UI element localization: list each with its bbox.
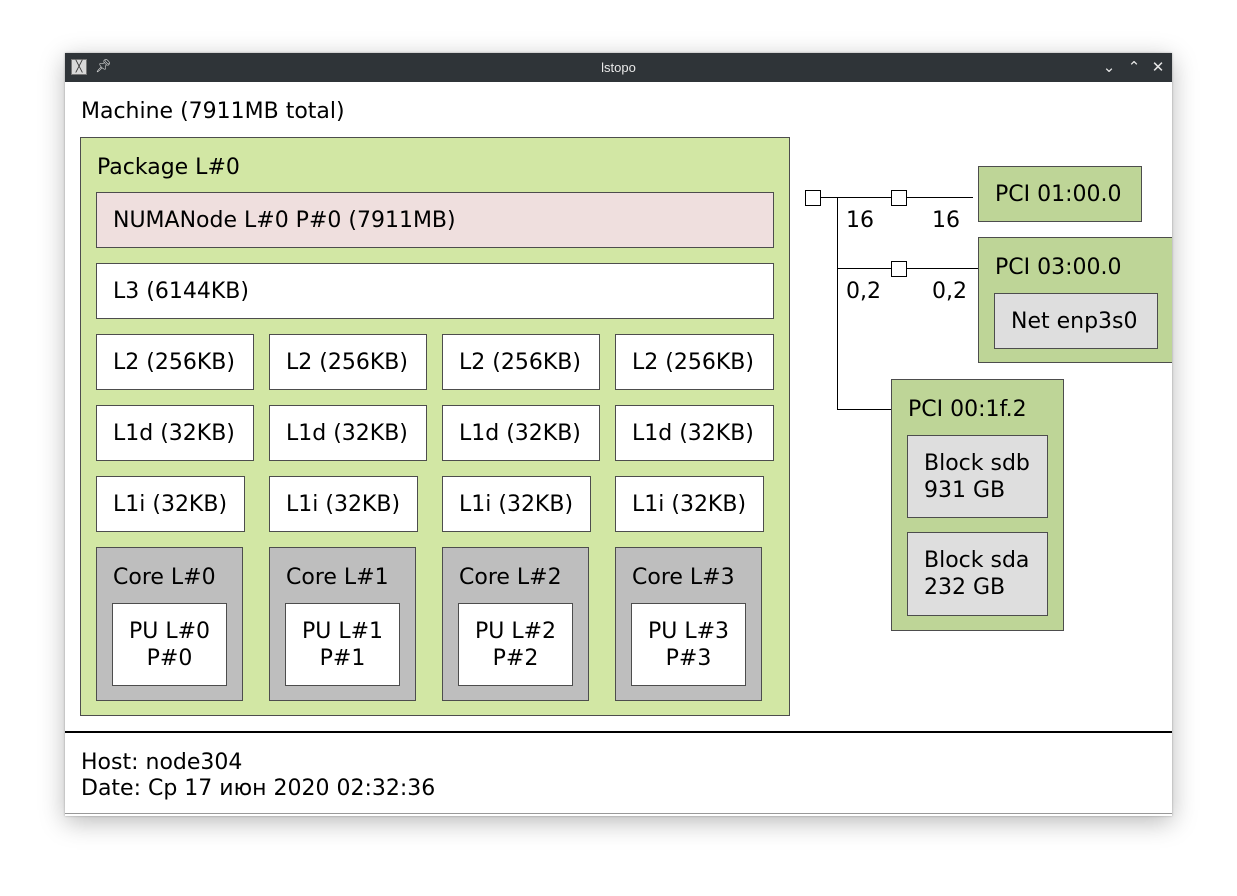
l1i-cache-box: L1i (32KB) <box>442 476 591 532</box>
l2-cache-box: L2 (256KB) <box>615 334 774 390</box>
pu-label: PU L#0 P#0 <box>128 618 211 671</box>
window-title: lstopo <box>601 60 636 75</box>
l1d-cache-box: L1d (32KB) <box>96 405 254 461</box>
link-speed-label: 16 <box>932 208 960 233</box>
l1i-cache-label: L1i (32KB) <box>286 491 401 517</box>
pci-device-box: PCI 00:1f.2 Block sdb 931 GB Block sda 2… <box>891 379 1064 631</box>
maximize-icon[interactable]: ⌃ <box>1127 58 1141 76</box>
numa-node-box: NUMANode L#0 P#0 (7911MB) <box>96 192 774 248</box>
pci-bridge-square <box>891 190 907 206</box>
block-device-box: Block sdb 931 GB <box>907 435 1048 518</box>
pu-box: PU L#3 P#3 <box>631 603 746 686</box>
core-label: Core L#3 <box>632 565 735 590</box>
footer-separator <box>65 731 1172 733</box>
pu-box: PU L#0 P#0 <box>112 603 227 686</box>
l1d-cache-label: L1d (32KB) <box>286 420 408 446</box>
net-device-box: Net enp3s0 <box>994 293 1158 349</box>
topology-canvas: Machine (7911MB total) Package L#0 NUMAN… <box>65 82 1172 816</box>
connector-line <box>837 197 838 410</box>
core-label: Core L#0 <box>113 565 216 590</box>
core-box: Core L#2 PU L#2 P#2 <box>442 547 589 701</box>
numa-node-label: NUMANode L#0 P#0 (7911MB) <box>113 207 456 233</box>
pu-box: PU L#2 P#2 <box>458 603 573 686</box>
machine-label: Machine (7911MB total) <box>81 99 345 124</box>
pci-device-label: PCI 03:00.0 <box>995 255 1122 280</box>
core-label: Core L#1 <box>286 565 389 590</box>
title-bar[interactable]: ╳ 📌︎ lstopo ⌄ ⌃ ✕ <box>65 53 1172 82</box>
link-speed-label: 0,2 <box>932 279 967 304</box>
bottom-border <box>65 813 1172 814</box>
core-box: Core L#0 PU L#0 P#0 <box>96 547 243 701</box>
l1i-cache-label: L1i (32KB) <box>632 491 747 517</box>
net-device-label: Net enp3s0 <box>1011 308 1138 334</box>
lstopo-window: ╳ 📌︎ lstopo ⌄ ⌃ ✕ Machine (7911MB total)… <box>65 53 1172 816</box>
l2-cache-label: L2 (256KB) <box>113 349 235 375</box>
l3-cache-box: L3 (6144KB) <box>96 263 774 319</box>
l3-cache-label: L3 (6144KB) <box>113 278 249 304</box>
host-bridge-square <box>805 190 821 206</box>
core-box: Core L#1 PU L#1 P#1 <box>269 547 416 701</box>
pci-device-label: PCI 00:1f.2 <box>908 397 1027 422</box>
core-box: Core L#3 PU L#3 P#3 <box>615 547 762 701</box>
l2-cache-box: L2 (256KB) <box>442 334 600 390</box>
pin-icon[interactable]: 📌︎ <box>95 59 112 74</box>
package-box: Package L#0 NUMANode L#0 P#0 (7911MB) L3… <box>80 137 790 716</box>
connector-line <box>837 409 892 410</box>
package-label: Package L#0 <box>97 155 240 180</box>
link-speed-label: 16 <box>846 208 874 233</box>
l1i-cache-box: L1i (32KB) <box>615 476 764 532</box>
connector-line <box>837 268 978 269</box>
l1i-cache-box: L1i (32KB) <box>269 476 418 532</box>
link-speed-label: 0,2 <box>846 279 881 304</box>
pci-device-box: PCI 01:00.0 <box>978 166 1142 222</box>
pu-box: PU L#1 P#1 <box>285 603 400 686</box>
pu-label: PU L#1 P#1 <box>301 618 384 671</box>
date-label: Date: Ср 17 июн 2020 02:32:36 <box>81 776 436 801</box>
pci-bridge-square <box>891 261 907 277</box>
host-label: Host: node304 <box>81 750 243 775</box>
l1i-cache-box: L1i (32KB) <box>96 476 245 532</box>
core-label: Core L#2 <box>459 565 562 590</box>
l2-cache-label: L2 (256KB) <box>459 349 581 375</box>
l2-cache-label: L2 (256KB) <box>286 349 408 375</box>
app-icon: ╳ <box>71 59 87 75</box>
pu-label: PU L#3 P#3 <box>647 618 730 671</box>
l2-cache-box: L2 (256KB) <box>96 334 254 390</box>
l1d-cache-box: L1d (32KB) <box>615 405 774 461</box>
minimize-icon[interactable]: ⌄ <box>1102 58 1116 76</box>
pu-label: PU L#2 P#2 <box>474 618 557 671</box>
l1d-cache-label: L1d (32KB) <box>459 420 581 446</box>
block-device-box: Block sda 232 GB <box>907 532 1048 616</box>
l2-cache-box: L2 (256KB) <box>269 334 427 390</box>
l1d-cache-box: L1d (32KB) <box>269 405 427 461</box>
block-device-label: Block sdb 931 GB <box>924 450 1030 503</box>
l1i-cache-label: L1i (32KB) <box>459 491 574 517</box>
pci-device-box: PCI 03:00.0 Net enp3s0 <box>978 237 1172 363</box>
block-device-label: Block sda 232 GB <box>924 548 1030 600</box>
pci-device-label: PCI 01:00.0 <box>995 181 1122 207</box>
l2-cache-label: L2 (256KB) <box>632 349 754 375</box>
l1i-cache-label: L1i (32KB) <box>113 491 228 517</box>
l1d-cache-label: L1d (32KB) <box>632 420 754 446</box>
l1d-cache-box: L1d (32KB) <box>442 405 600 461</box>
close-icon[interactable]: ✕ <box>1151 58 1165 76</box>
l1d-cache-label: L1d (32KB) <box>113 420 235 446</box>
